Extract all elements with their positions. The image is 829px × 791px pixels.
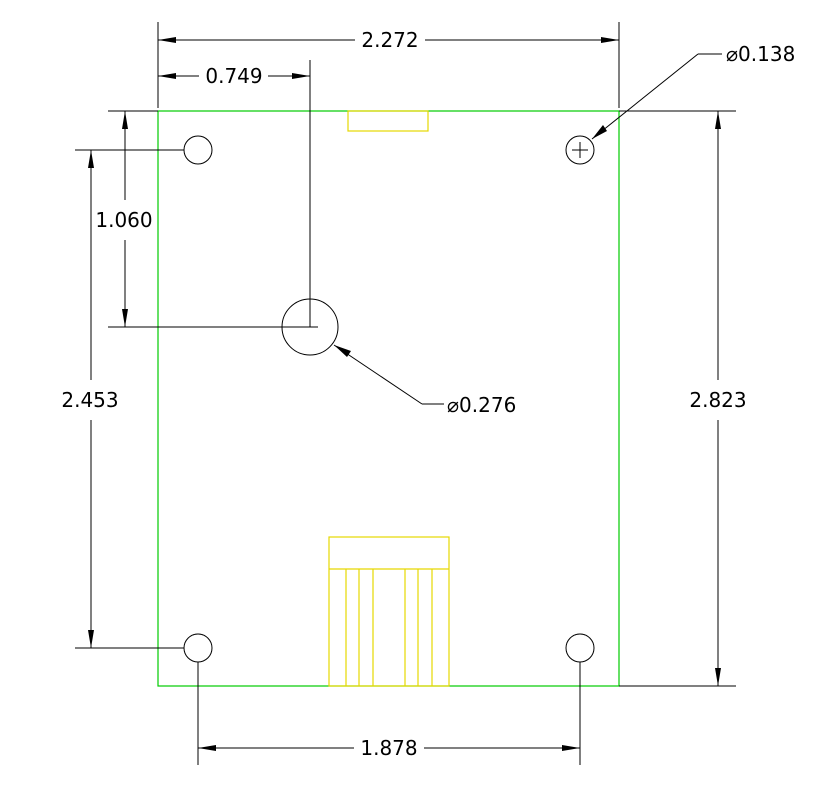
small-hole-diameter-label: ⌀0.138 (726, 42, 795, 66)
hole-y-offset-label: 1.060 (95, 208, 152, 232)
large-center-hole (108, 60, 339, 356)
top-connector (347, 110, 429, 132)
dimension-overall-height: 2.823 (689, 111, 747, 686)
leader-small-hole: ⌀0.138 (591, 42, 795, 140)
edge-connector (328, 536, 450, 687)
overall-width-label: 2.272 (361, 28, 418, 52)
dimension-hole-x-offset: 0.749 (158, 64, 310, 88)
board-outline (157, 110, 620, 687)
dimension-overall-width: 2.272 (158, 28, 619, 52)
mounting-hole-top-left (183, 135, 213, 165)
hole-horizontal-spacing-label: 1.878 (360, 736, 417, 760)
overall-height-label: 2.823 (689, 388, 746, 412)
mounting-hole-bottom-right (565, 633, 595, 663)
dimension-hole-vertical-spacing: 2.453 (61, 150, 119, 648)
leader-large-hole: ⌀0.276 (333, 344, 516, 417)
large-hole-diameter-label: ⌀0.276 (447, 393, 516, 417)
hole-x-offset-label: 0.749 (205, 64, 262, 88)
dimension-hole-horizontal-spacing: 1.878 (198, 736, 580, 760)
dimension-hole-y-offset: 1.060 (95, 111, 153, 327)
mounting-hole-bottom-left (183, 633, 213, 663)
mounting-hole-top-right (565, 135, 595, 165)
hole-vertical-spacing-label: 2.453 (61, 388, 118, 412)
